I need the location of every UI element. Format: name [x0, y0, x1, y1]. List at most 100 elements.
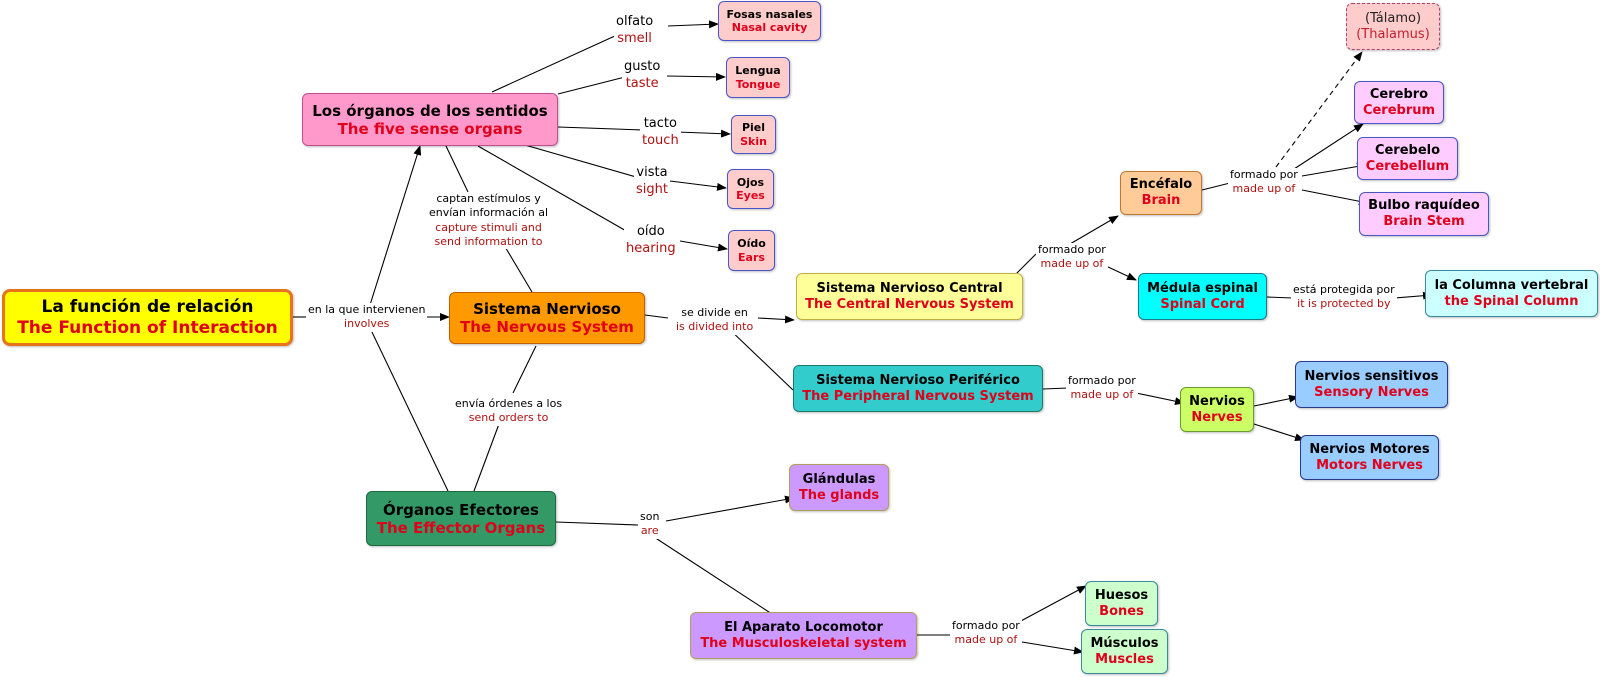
- node-peripheral-nervous-system[interactable]: Sistema Nervioso Periférico The Peripher…: [793, 365, 1043, 412]
- node-glands[interactable]: Glándulas The glands: [789, 464, 889, 511]
- node-efectores-en: The Effector Organs: [376, 518, 546, 537]
- link-formado-enc-to-cerebro: [1293, 123, 1364, 170]
- link-formado-snp-line-b: [1135, 392, 1185, 406]
- link-formado-snc-line-b: [1069, 215, 1119, 245]
- node-sensitivos-en: Sensory Nerves: [1314, 384, 1429, 400]
- link-formado-snc-line-a: [1015, 253, 1037, 275]
- node-central-nervous-system[interactable]: Sistema Nervioso Central The Central Ner…: [796, 273, 1023, 320]
- node-fosas-es: Fosas nasales: [726, 7, 813, 21]
- node-skin[interactable]: Piel Skin: [731, 115, 776, 154]
- node-cerebellum[interactable]: Cerebelo Cerebellum: [1357, 137, 1458, 180]
- node-cerebrum[interactable]: Cerebro Cerebrum: [1354, 81, 1444, 124]
- node-musculoskeletal-system[interactable]: El Aparato Locomotor The Musculoskeletal…: [690, 612, 917, 659]
- link-label-divide: se divide en is divided into: [674, 306, 756, 335]
- node-funcion-es: La función de relación: [41, 297, 254, 318]
- node-snc-es: Sistema Nervioso Central: [816, 280, 1003, 296]
- link-sistema-to-captan: [503, 244, 533, 293]
- node-snp-es: Sistema Nervioso Periférico: [816, 372, 1020, 388]
- link-label-ordenes: envía órdenes a los send orders to: [453, 397, 565, 426]
- node-eyes[interactable]: Ojos Eyes: [727, 169, 774, 209]
- link-olfato-line-b: [667, 20, 719, 29]
- node-piel-en: Skin: [740, 134, 767, 148]
- link-label-protegida: está protegida por it is protected by: [1291, 283, 1397, 312]
- link-captan-to-sentidos: [445, 145, 469, 193]
- link-nervios-to-motores: [1253, 423, 1305, 442]
- node-ojos-en: Eyes: [736, 189, 765, 202]
- link-son-line-b: [665, 495, 795, 522]
- link-formado-apa-to-musculos: [1021, 641, 1084, 655]
- node-efectores-es: Órganos Efectores: [383, 500, 539, 519]
- node-sistema-es: Sistema Nervioso: [473, 300, 621, 318]
- node-cerebelo-es: Cerebelo: [1374, 142, 1441, 158]
- node-sistema-en: The Nervous System: [460, 318, 634, 336]
- link-vista-line-a: [524, 144, 637, 178]
- node-bones[interactable]: Huesos Bones: [1085, 581, 1158, 626]
- link-efectores-to-intervienen: [370, 329, 449, 492]
- node-effector-organs[interactable]: Órganos Efectores The Effector Organs: [366, 491, 556, 546]
- node-talamo-es: (Tálamo): [1364, 10, 1422, 26]
- node-huesos-es: Huesos: [1094, 587, 1149, 603]
- node-thalamus[interactable]: (Tálamo) (Thalamus): [1346, 3, 1440, 50]
- node-funcion-de-relacion[interactable]: La función de relación The Function of I…: [2, 289, 293, 346]
- node-brain-stem[interactable]: Bulbo raquídeo Brain Stem: [1359, 192, 1489, 236]
- link-son-line-a: [555, 521, 639, 526]
- node-lengua-es: Lengua: [735, 64, 781, 78]
- node-talamo-en: (Thalamus): [1356, 26, 1430, 42]
- node-sentidos-es: Los órganos de los sentidos: [312, 101, 548, 120]
- node-snc-en: The Central Nervous System: [805, 296, 1014, 312]
- node-columna-es: la Columna vertebral: [1434, 277, 1589, 293]
- node-medula-es: Médula espinal: [1147, 280, 1258, 296]
- link-ordenes-to-efectores: [473, 423, 500, 492]
- link-label-son: son are: [638, 510, 662, 539]
- link-sistema-to-ordenes: [512, 345, 537, 394]
- node-columna-en: the Spinal Column: [1444, 293, 1579, 309]
- node-snp-en: The Peripheral Nervous System: [802, 388, 1034, 404]
- link-label-formado-snc: formado por made up of: [1036, 243, 1108, 272]
- node-nervios-es: Nervios: [1189, 393, 1245, 409]
- link-divide-line-b: [757, 315, 795, 324]
- link-tacto-line-a: [557, 126, 644, 131]
- link-vista-line-b: [669, 180, 727, 191]
- node-bulbo-es: Bulbo raquídeo: [1368, 198, 1480, 214]
- link-nervios-to-sensitivos: [1253, 394, 1299, 407]
- node-brain[interactable]: Encéfalo Brain: [1120, 171, 1202, 215]
- link-label-formado-encefalo: formado por made up of: [1228, 168, 1300, 197]
- node-aparato-en: The Musculoskeletal system: [700, 635, 907, 651]
- node-spinal-cord[interactable]: Médula espinal Spinal Cord: [1138, 273, 1267, 320]
- node-nerves[interactable]: Nervios Nerves: [1180, 387, 1254, 432]
- node-nervios-en: Nerves: [1191, 409, 1243, 425]
- node-ears[interactable]: Oído Ears: [728, 230, 775, 271]
- node-cerebro-en: Cerebrum: [1362, 102, 1436, 118]
- node-huesos-en: Bones: [1099, 603, 1144, 619]
- node-musculos-es: Músculos: [1090, 635, 1159, 651]
- node-nasal-cavity[interactable]: Fosas nasales Nasal cavity: [718, 1, 821, 41]
- node-lengua-en: Tongue: [735, 77, 781, 91]
- node-spinal-column[interactable]: la Columna vertebral the Spinal Column: [1425, 270, 1598, 317]
- link-formado-enc-line-a: [1201, 182, 1231, 191]
- node-glandulas-es: Glándulas: [802, 471, 876, 487]
- node-sensory-nerves[interactable]: Nervios sensitivos Sensory Nerves: [1295, 361, 1448, 408]
- node-cerebro-es: Cerebro: [1369, 86, 1429, 102]
- node-sentidos-en: The five sense organs: [337, 119, 523, 138]
- link-label-olfato: olfato smell: [614, 14, 656, 48]
- link-son-to-aparato: [653, 536, 773, 615]
- node-nervous-system[interactable]: Sistema Nervioso The Nervous System: [449, 292, 645, 344]
- link-formado-enc-to-bulbo: [1301, 189, 1369, 206]
- node-motor-nerves[interactable]: Nervios Motores Motors Nerves: [1300, 435, 1439, 480]
- node-muscles[interactable]: Músculos Muscles: [1081, 629, 1168, 674]
- node-sense-organs[interactable]: Los órganos de los sentidos The five sen…: [302, 93, 558, 146]
- link-label-captan: captan estímulos y envían información al…: [427, 192, 551, 250]
- node-motores-es: Nervios Motores: [1309, 441, 1430, 457]
- node-musculos-en: Muscles: [1095, 651, 1154, 667]
- node-ojos-es: Ojos: [736, 175, 765, 189]
- link-label-tacto: tacto touch: [640, 116, 681, 150]
- link-label-oido: oído hearing: [624, 224, 678, 258]
- link-oido-line-b: [679, 240, 728, 252]
- link-formado-enc-to-cerebelo: [1301, 162, 1367, 177]
- link-divide-line-a: [644, 314, 669, 319]
- node-cerebelo-en: Cerebellum: [1365, 158, 1450, 174]
- node-encefalo-en: Brain: [1141, 193, 1181, 208]
- link-label-formado-snp: formado por made up of: [1066, 374, 1138, 403]
- node-funcion-en: The Function of Interaction: [17, 317, 278, 338]
- node-tongue[interactable]: Lengua Tongue: [726, 57, 790, 98]
